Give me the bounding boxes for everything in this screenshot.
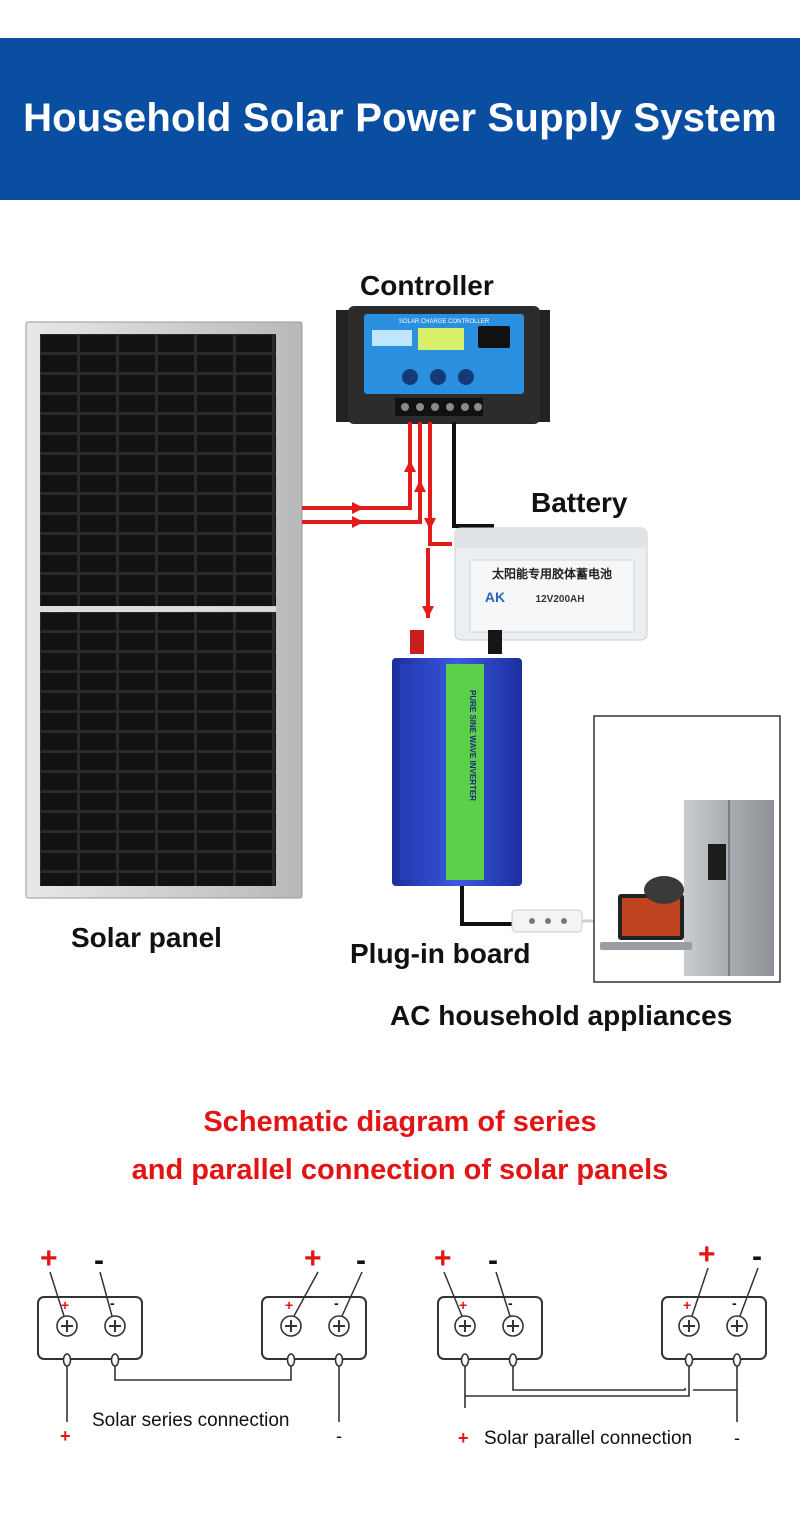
- solar-panel-image: [25, 321, 303, 899]
- plus-sign: +: [40, 1242, 58, 1275]
- terminal-crosses: [61, 1320, 743, 1332]
- parallel-wires: [464, 1366, 738, 1422]
- plug-in-board-label: Plug-in board: [350, 938, 531, 969]
- minus-sign: -: [356, 1244, 366, 1277]
- terminal-plus-sign: +: [683, 1297, 692, 1313]
- schematic-title-line2: and parallel connection of solar panels: [131, 1154, 669, 1186]
- terminal-plus-sign: +: [285, 1297, 294, 1313]
- solar-panel-label: Solar panel: [71, 922, 222, 953]
- series-minus-output: -: [336, 1426, 342, 1446]
- inverter-plug-wire: [460, 886, 512, 926]
- parallel-label: Solar parallel connection: [484, 1428, 693, 1449]
- terminal-plus-sign: +: [459, 1297, 468, 1313]
- pointer-arrows: [49, 1267, 759, 1317]
- plug-in-board-image: [511, 909, 594, 933]
- terminal-minus-sign: -: [732, 1295, 737, 1311]
- minus-sign: -: [488, 1244, 498, 1277]
- plus-sign: +: [434, 1242, 452, 1275]
- header-banner: Household Solar Power Supply System: [0, 38, 800, 200]
- controller-label: Controller: [360, 270, 494, 301]
- terminal-minus-sign: -: [508, 1295, 513, 1311]
- terminal-minus-sign: -: [334, 1295, 339, 1311]
- page-title: Household Solar Power Supply System: [23, 96, 777, 140]
- panel-legs: [62, 1353, 742, 1367]
- controller-screen-text: SOLAR CHARGE CONTROLLER: [399, 319, 490, 325]
- minus-sign: -: [752, 1240, 762, 1273]
- plus-sign: +: [304, 1242, 322, 1275]
- panel-controller-wires: [302, 422, 452, 618]
- controller-battery-black-wire: [452, 422, 494, 528]
- parallel-plus-output: +: [458, 1428, 469, 1448]
- wire-arrows: [352, 460, 436, 618]
- series-diagram: [37, 1296, 767, 1360]
- schematic-title-line1: Schematic diagram of series: [203, 1106, 597, 1138]
- plus-sign: +: [698, 1238, 716, 1271]
- inverter-text: PURE SINE WAVE INVERTER: [468, 690, 477, 801]
- terminal-circles: [56, 1315, 748, 1337]
- terminal-plus-sign: +: [61, 1297, 70, 1313]
- series-label: Solar series connection: [92, 1410, 290, 1431]
- controller-image: [336, 306, 550, 424]
- minus-sign: -: [94, 1244, 104, 1277]
- battery-rating: 12V200AH: [536, 594, 585, 605]
- inverter-image: [392, 630, 522, 886]
- battery-image: [454, 527, 648, 641]
- battery-label: Battery: [531, 487, 628, 518]
- parallel-minus-output: -: [734, 1428, 740, 1448]
- series-plus-output: +: [60, 1426, 71, 1446]
- battery-chinese-text: 太阳能专用胶体蓄电池: [492, 566, 612, 581]
- terminal-minus-sign: -: [110, 1295, 115, 1311]
- appliances-label: AC household appliances: [390, 1000, 733, 1031]
- battery-brand: AK: [485, 589, 505, 605]
- appliances-image: [593, 715, 781, 983]
- series-wires: [66, 1366, 340, 1422]
